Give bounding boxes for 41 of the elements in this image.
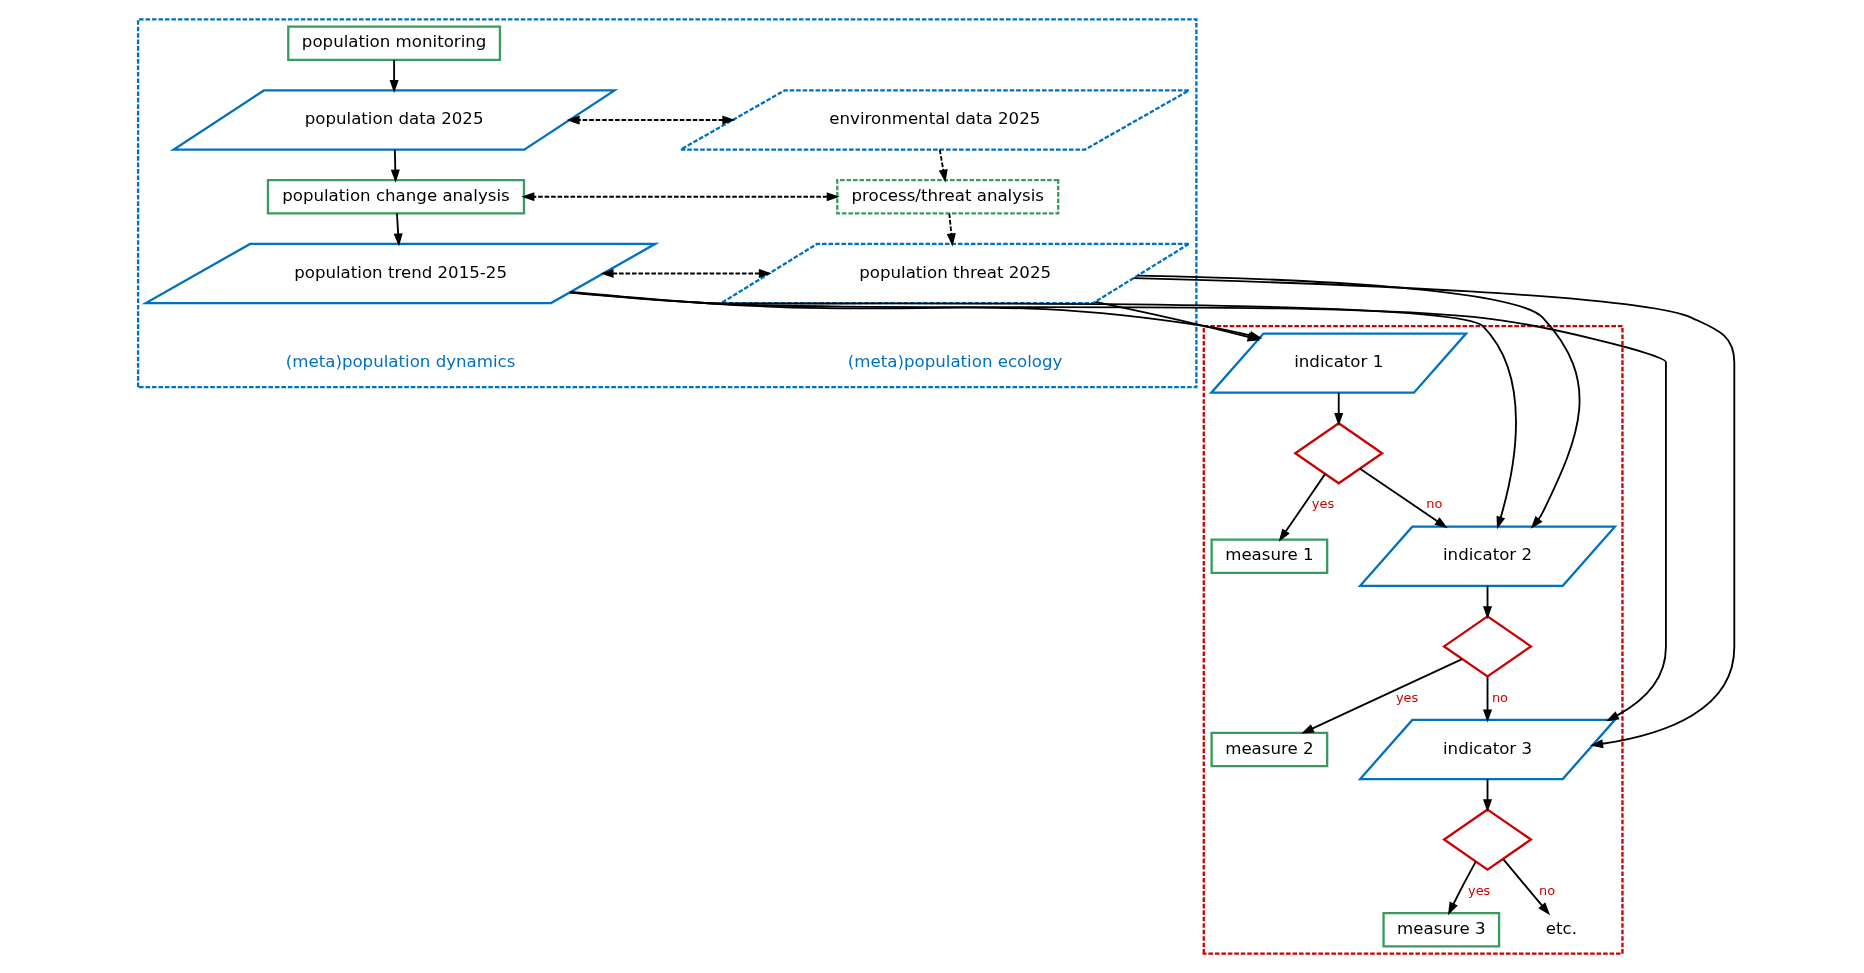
arrow xyxy=(1358,467,1448,529)
arrow xyxy=(1447,860,1477,916)
edge-label: yes xyxy=(1395,689,1418,705)
node-box: process/threat analysis xyxy=(835,178,1059,215)
arrow xyxy=(393,212,403,247)
arrow xyxy=(568,291,1517,530)
node-diamond xyxy=(1441,808,1533,871)
arrow xyxy=(390,148,400,183)
arrow xyxy=(938,148,948,183)
node-box: measure 2 xyxy=(1209,731,1328,768)
edge-label: no xyxy=(1538,882,1555,898)
node-diamond xyxy=(1292,421,1384,485)
cluster xyxy=(1202,325,1624,955)
edge-label: no xyxy=(1491,689,1508,705)
arrow xyxy=(600,268,772,278)
label: (meta)population dynamics xyxy=(285,352,515,372)
node-box: measure 1 xyxy=(1209,538,1328,575)
arrow xyxy=(1482,675,1492,723)
arrow xyxy=(1300,658,1463,734)
arrow xyxy=(946,212,956,247)
node-box: population monitoring xyxy=(286,25,501,62)
arrow xyxy=(1482,584,1492,620)
node-text: etc. xyxy=(1545,918,1577,938)
edge-label: yes xyxy=(1467,882,1490,898)
arrow xyxy=(520,192,840,202)
arrow xyxy=(1333,391,1343,426)
arrow xyxy=(1501,858,1550,916)
edge-label: no xyxy=(1425,496,1442,512)
label: (meta)population ecology xyxy=(847,352,1062,372)
arrow xyxy=(1132,277,1735,749)
node-box: population change analysis xyxy=(266,178,525,215)
edge-label: yes xyxy=(1311,496,1334,512)
arrow xyxy=(568,291,1667,722)
arrow xyxy=(1278,473,1326,542)
arrow xyxy=(1136,274,1580,529)
node-box: measure 3 xyxy=(1381,911,1500,948)
node-diamond xyxy=(1441,614,1533,678)
cluster xyxy=(136,18,1198,389)
arrow xyxy=(566,115,735,125)
arrow xyxy=(1482,778,1492,813)
arrow xyxy=(389,59,399,94)
